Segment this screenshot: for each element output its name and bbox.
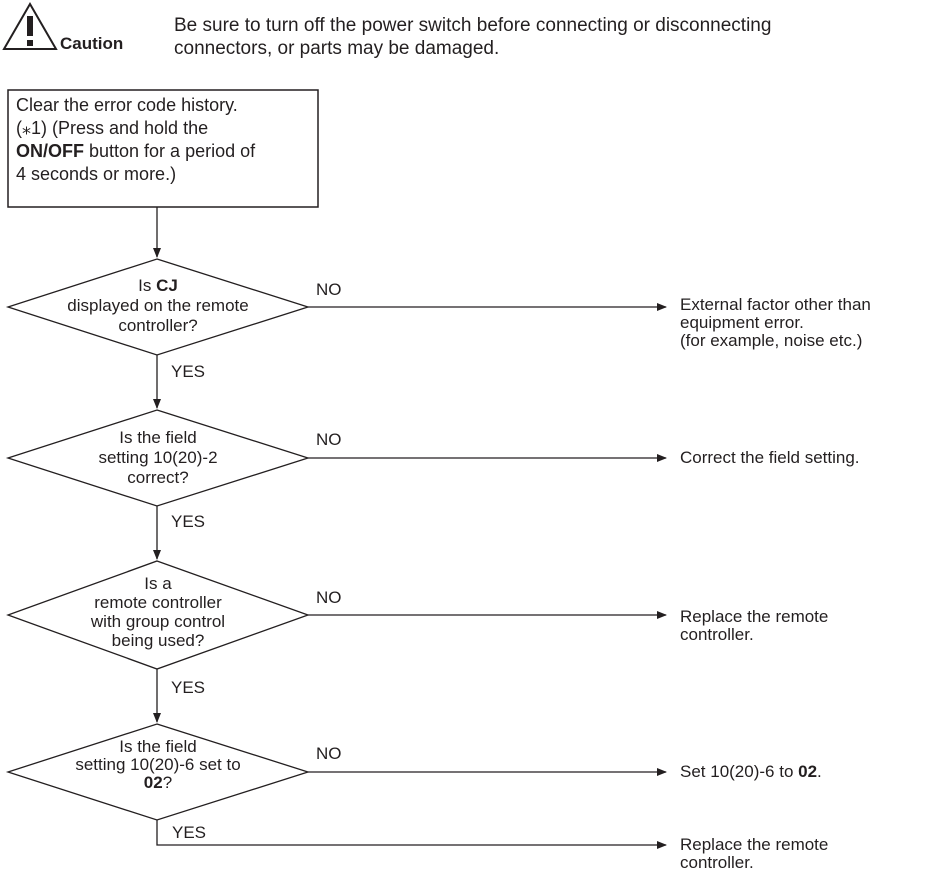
decision-1-yes-label: YES <box>171 362 206 381</box>
start-box-text: Clear the error code history. (⁎1) (Pres… <box>16 95 256 184</box>
decision-2-text: Is the field setting 10(20)-2 correct? <box>98 428 218 487</box>
caution-text: Be sure to turn off the power switch bef… <box>174 15 772 59</box>
decision-4-text: Is the field setting 10(20)-6 set to 02? <box>75 737 241 792</box>
start-box <box>7 89 319 208</box>
decision-2-yes-label: YES <box>171 512 206 531</box>
decision-4-yes-label: YES <box>172 823 207 842</box>
caution-icon <box>2 2 58 50</box>
decision-4-no-result: Set 10(20)-6 to 02. <box>680 762 822 781</box>
decision-4-no-label: NO <box>316 744 342 763</box>
decision-2-no-label: NO <box>316 430 342 449</box>
decision-3-yes-label: YES <box>171 678 206 697</box>
decision-1-text: Is CJ displayed on the remote controller… <box>67 276 249 335</box>
decision-2-no-result: Correct the field setting. <box>680 448 860 467</box>
decision-1-no-result: External factor other than equipment err… <box>680 295 871 350</box>
decision-3-text: Is a remote controller with group contro… <box>90 574 226 650</box>
decision-1-no-label: NO <box>316 280 342 299</box>
caution-label: Caution <box>60 34 124 53</box>
decision-3-no-result: Replace the remote controller. <box>680 607 829 644</box>
decision-3-no-label: NO <box>316 588 342 607</box>
final-result: Replace the remote controller. <box>680 835 829 872</box>
